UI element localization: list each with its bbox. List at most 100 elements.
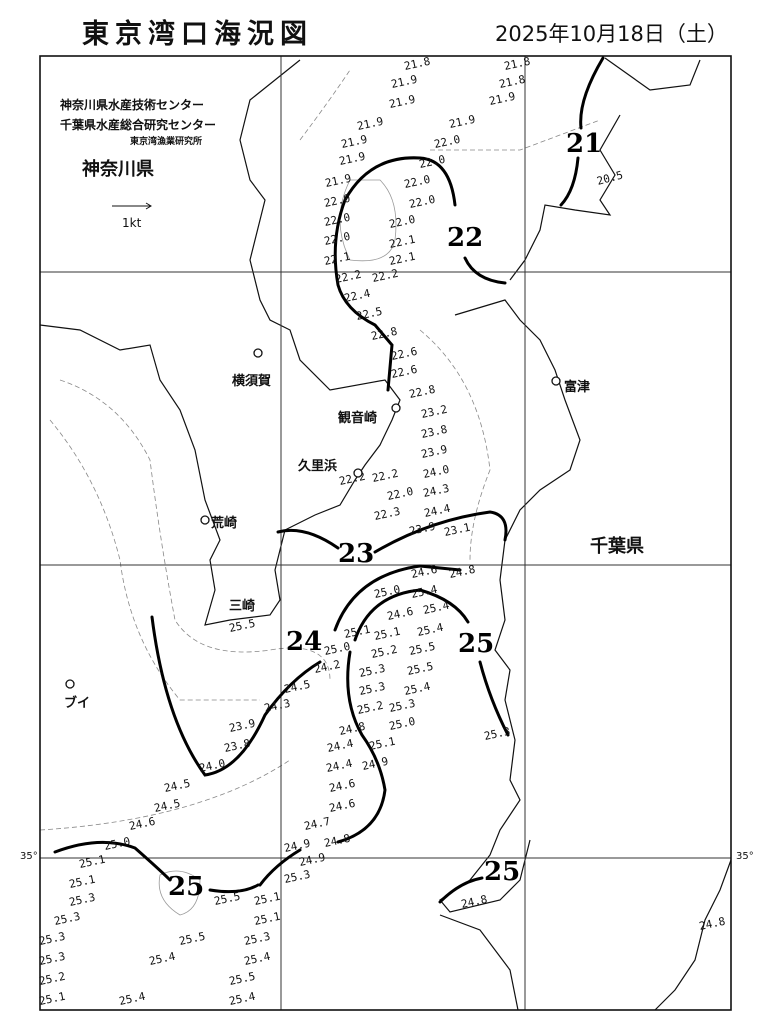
temperature-sounding: 24.0 [198,757,227,775]
place-kurihama: 久里浜 [298,459,338,474]
temperature-sounding: 22.5 [355,305,384,323]
temperature-sounding: 25.3 [358,662,387,680]
temperature-sounding: 21.9 [388,93,417,111]
temperature-sounding: 21.9 [488,90,517,108]
temperature-sounding: 22.6 [390,363,419,381]
temperature-sounding: 25.5 [406,660,435,678]
kannonzaki-marker [391,403,401,413]
isotherm-25-south [438,876,484,904]
isotherm-label: 25 [168,872,204,902]
place-yokosuka: 横須賀 [232,374,272,389]
temperature-sounding: 23.9 [420,443,449,461]
temperature-sounding: 24.9 [361,755,390,773]
isotherm-label: 25 [458,629,494,659]
temperature-sounding: 25.0 [323,640,352,658]
temperature-sounding: 21.9 [338,150,367,168]
temperature-sounding: 24.3 [263,697,292,715]
org-kanagawa: 神奈川県水産技術センター [60,98,205,112]
temperature-sounding: 21.9 [356,115,385,133]
kurihama-marker [353,468,363,478]
temperature-sounding: 22.2 [371,467,400,485]
futtsu-marker [551,376,561,386]
temperature-sounding: 22.0 [323,230,352,248]
temperature-sounding: 24.4 [325,757,354,775]
latitude-label-left: 35° [20,851,38,862]
temperature-sounding: 25.1 [253,890,282,908]
coastline-chiba-east [654,859,732,1011]
temperature-sounding: 22.0 [388,213,417,231]
isotherm-21 [559,56,605,207]
place-misaki: 三崎 [229,599,256,614]
temperature-sounding: 25.3 [243,930,272,948]
temperature-sounding: 25.1 [78,853,107,871]
temperature-sounding: 24.4 [423,502,452,520]
temperature-sounding: 22.1 [388,233,417,251]
place-markers [65,348,561,689]
temperature-sounding: 25.4 [118,990,147,1008]
temperature-sounding: 22.4 [343,287,372,305]
temperature-sounding: 22.1 [323,250,352,268]
temperature-sounding: 25.4 [416,621,445,639]
temperature-sounding: 25.4 [148,950,177,968]
temperature-sounding: 22.2 [334,268,363,286]
coastline-futtsu-top [509,57,701,281]
temperature-sounding: 25.5 [228,617,257,635]
temperature-sounding: 25.3 [283,868,312,886]
coastline-miura [39,59,401,626]
temperature-sounding: 25.3 [358,680,387,698]
temperature-sounding: 25.4 [243,950,272,968]
temperature-sounding: 24.6 [386,605,415,623]
temperature-sounding: 21.8 [403,55,432,73]
prefecture-chiba: 千葉県 [590,536,644,557]
temperature-sounding: 24.0 [422,463,451,481]
coastline-boso [439,299,581,913]
temperature-sounding: 24.6 [328,777,357,795]
latitude-label-right: 35° [736,851,754,862]
temperature-sounding: 22.8 [370,325,399,343]
temperature-sounding: 24.5 [163,777,192,795]
isotherm-label: 24 [286,627,322,657]
temperature-sounding: 21.9 [324,172,353,190]
temperature-sounding: 22.0 [433,133,462,151]
temperature-sounding: 22.0 [403,173,432,191]
temperature-sounding: 22.0 [408,193,437,211]
temperature-sounding: 25.4 [410,583,439,601]
temperature-sounding: 25.3 [68,891,97,909]
grid-lines [40,56,731,1010]
isotherm-25-center [258,588,510,887]
coastline-boso-south [439,914,519,1011]
isotherm-label: 22 [447,223,483,253]
temperature-sounding: 23.8 [420,423,449,441]
temperature-sounding: 23.9 [408,520,437,538]
temperature-sounding: 25.2 [356,699,385,717]
temperature-soundings: 21.821.921.921.921.921.921.922.022.022.0… [38,55,727,1008]
place-futtsu: 富津 [564,380,591,395]
temperature-sounding: 24.2 [313,658,342,676]
depth-contours [39,69,601,831]
temperature-sounding: 25.1 [373,625,402,643]
legend-arrow-label: 1kt [122,216,142,230]
temperature-sounding: 24.9 [298,851,327,869]
isotherm-label: 25 [484,857,520,887]
temperature-sounding: 22.8 [408,383,437,401]
temperature-sounding: 22.0 [418,153,447,171]
place-arasaki: 荒崎 [211,516,238,531]
temperature-sounding: 24.6 [328,797,357,815]
prefecture-kanagawa: 神奈川県 [82,159,154,180]
temperature-sounding: 24.8 [323,832,352,850]
temperature-sounding: 24.9 [283,837,312,855]
temperature-sounding: 22.2 [371,267,400,285]
temperature-sounding: 25.4 [403,680,432,698]
temperature-sounding: 25.1 [368,735,397,753]
legend-arrow-icon [112,202,152,210]
buoy-marker [65,679,75,689]
temperature-sounding: 25.2 [38,970,67,988]
temperature-sounding: 22.6 [390,345,419,363]
chart-date: 2025年10月18日（土） [495,22,728,46]
temperature-sounding: 22.0 [386,485,415,503]
temperature-sounding: 24.3 [422,482,451,500]
temperature-sounding: 25.2 [370,643,399,661]
temperature-sounding: 25.1 [68,873,97,891]
temperature-sounding: 25.4 [228,990,257,1008]
isotherm-label: 23 [338,539,374,569]
